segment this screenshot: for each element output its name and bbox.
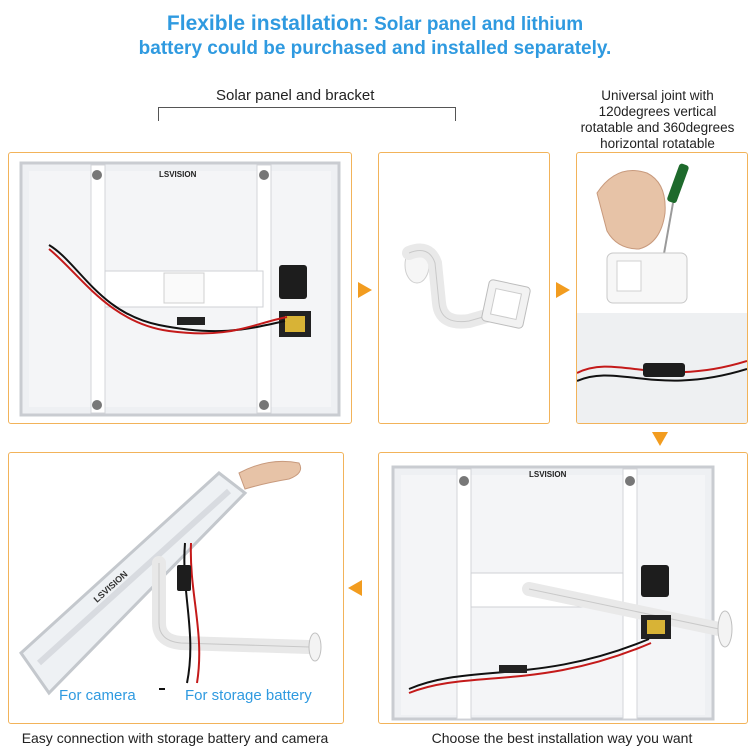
label-for-camera: For camera: [59, 687, 136, 704]
joint-caption-line-2: 120degrees vertical: [598, 104, 717, 119]
caption-universal-joint: Universal joint with 120degrees vertical…: [565, 88, 750, 152]
headline: Flexible installation: Solar panel and l…: [0, 12, 750, 61]
headline-line-1: Flexible installation: Solar panel and l…: [0, 12, 750, 37]
bracket-horizontal-line: [158, 107, 456, 108]
tilted-panel-illustration: LSVISION: [19, 460, 322, 696]
headline-line-2: battery could be purchased and installed…: [138, 38, 612, 59]
joint-caption-line-4: horizontal rotatable: [600, 136, 715, 151]
headline-rest: Solar panel and lithium: [374, 14, 584, 35]
photo-bracket-arm: [378, 152, 550, 424]
solar-panel-back-illustration: LSVISION: [19, 161, 341, 417]
caption-choose-best: Choose the best installation way you wan…: [431, 730, 693, 746]
brand-label-3: LSVISION: [529, 470, 567, 479]
installation-illustration: [577, 163, 747, 423]
brand-label-1: LSVISION: [159, 170, 197, 179]
caption-panel-and-bracket: Solar panel and bracket: [216, 87, 375, 104]
arrow-right-1: [358, 282, 372, 298]
photo-installing-joint: [576, 152, 748, 424]
joint-caption-line-1: Universal joint with: [601, 88, 714, 103]
arrow-left: [348, 580, 362, 596]
label-for-storage-battery: For storage battery: [185, 687, 312, 704]
arrow-right-2: [556, 282, 570, 298]
caption-easy-connection: Easy connection with storage battery and…: [21, 730, 329, 746]
bracket-right-tick: [455, 107, 456, 121]
photo-easy-connection: LSVISION For camera For storage battery: [8, 452, 344, 724]
headline-lead: Flexible installation:: [166, 12, 369, 35]
bracket-left-tick: [158, 107, 159, 121]
photo-choose-installation: LSVISION: [378, 452, 748, 724]
photo-panel-back: LSVISION: [8, 152, 352, 424]
joint-caption-line-3: rotatable and 360degrees: [580, 120, 735, 135]
bracket-arm-illustration: [402, 243, 531, 329]
installed-panel-illustration: LSVISION: [391, 465, 733, 721]
arrow-down: [652, 432, 668, 446]
